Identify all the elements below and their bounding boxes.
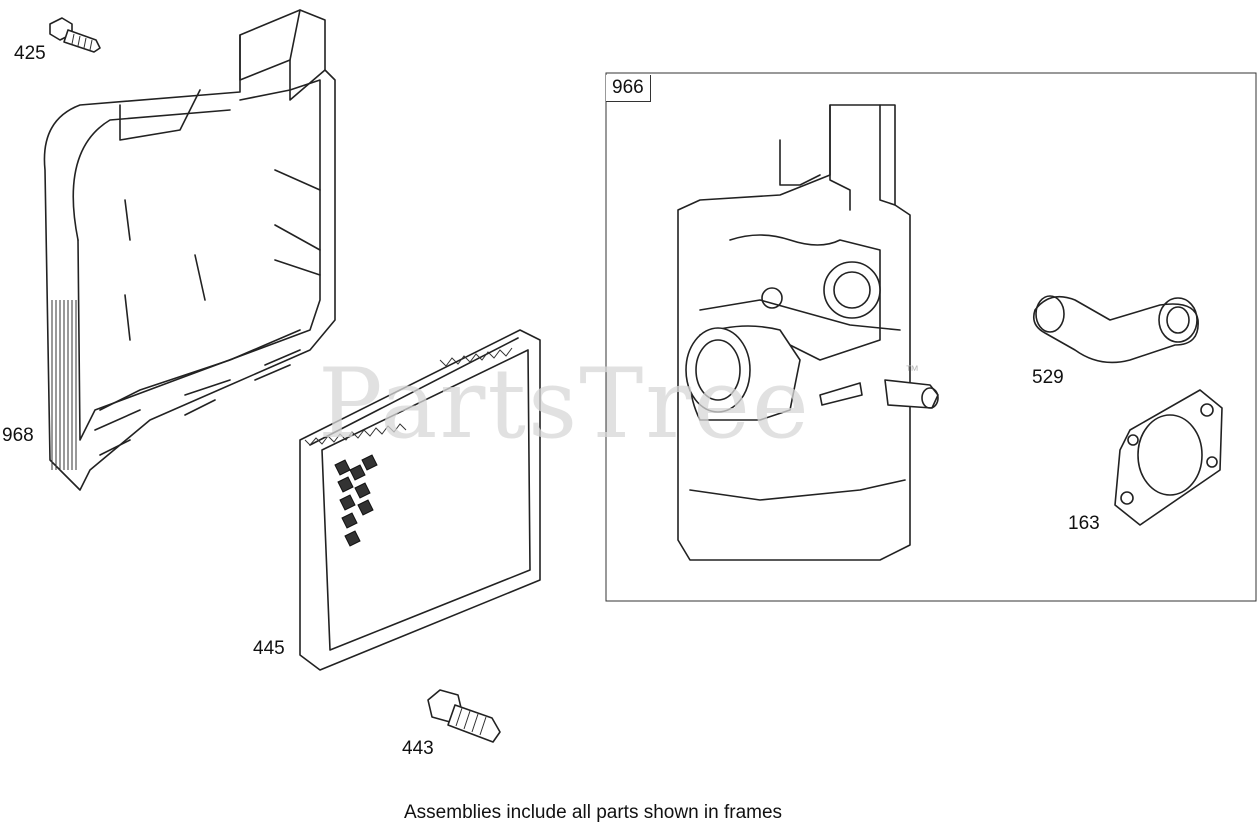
gasket-163-drawing	[1114, 389, 1223, 526]
part-label-425[interactable]: 425	[14, 43, 46, 64]
base-968-drawing	[43, 9, 336, 491]
bolt-443-drawing	[427, 689, 501, 743]
part-label-529[interactable]: 529	[1032, 367, 1064, 388]
part-label-445[interactable]: 445	[253, 638, 285, 659]
carburetor-966-drawing	[677, 104, 939, 561]
part-label-443[interactable]: 443	[402, 738, 434, 759]
part-label-968[interactable]: 968	[2, 425, 34, 446]
tube-529-drawing	[1032, 295, 1199, 364]
filter-445-drawing	[299, 329, 541, 671]
trademark-symbol: ™	[905, 362, 919, 378]
screw-425-drawing	[49, 17, 101, 53]
part-label-163[interactable]: 163	[1068, 513, 1100, 534]
footer-note: Assemblies include all parts shown in fr…	[404, 802, 783, 823]
assembly-frame	[605, 72, 1257, 602]
frame-label-966: 966	[606, 75, 651, 102]
